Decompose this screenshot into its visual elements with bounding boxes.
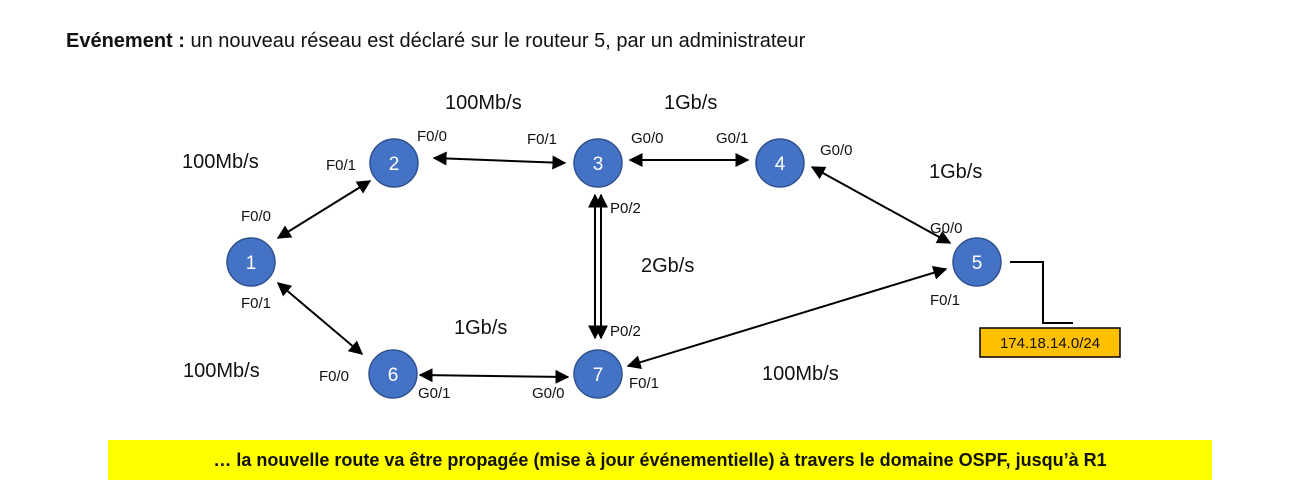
router-1[interactable]: 1 <box>226 237 276 287</box>
speed-1-6: 100Mb/s <box>183 360 260 382</box>
router-5-label: 5 <box>972 253 983 274</box>
conclusion-banner: … la nouvelle route va être propagée (mi… <box>108 440 1212 480</box>
if-r7-p0-2: P0/2 <box>610 323 641 340</box>
router-1-label: 1 <box>246 253 257 274</box>
if-r6-f0-0: F0/0 <box>319 368 349 385</box>
link-2-3 <box>432 151 567 170</box>
router-2-label: 2 <box>389 154 400 175</box>
if-r5-f0-1: F0/1 <box>930 292 960 309</box>
router-2[interactable]: 2 <box>369 138 419 188</box>
router-3-label: 3 <box>593 154 604 175</box>
link-4-5 <box>810 166 952 244</box>
link-1-2 <box>276 180 372 239</box>
speed-7-5: 100Mb/s <box>762 363 839 385</box>
if-r1-f0-0: F0/0 <box>241 208 271 225</box>
network-prefix: 174.18.14.0/24 <box>1000 335 1100 352</box>
router-3[interactable]: 3 <box>573 138 623 188</box>
event-heading: Evénement : un nouveau réseau est déclar… <box>66 30 805 53</box>
event-label: Evénement : <box>66 30 185 52</box>
router-5[interactable]: 5 <box>952 237 1002 287</box>
router-7[interactable]: 7 <box>573 349 623 399</box>
router-4-label: 4 <box>775 154 786 175</box>
if-r5-g0-0: G0/0 <box>930 220 963 237</box>
network-connector <box>1010 261 1073 324</box>
if-r3-g0-0: G0/0 <box>631 130 664 147</box>
network-box: 174.18.14.0/24 <box>979 327 1121 358</box>
router-7-label: 7 <box>593 365 604 386</box>
if-r1-f0-1: F0/1 <box>241 295 271 312</box>
speed-2-3: 100Mb/s <box>445 92 522 114</box>
if-r2-f0-0: F0/0 <box>417 128 447 145</box>
conclusion-text: … la nouvelle route va être propagée (mi… <box>213 450 1107 470</box>
router-6-label: 6 <box>388 365 399 386</box>
link-6-7 <box>418 368 570 384</box>
link-7-5 <box>626 265 948 370</box>
if-r3-f0-1: F0/1 <box>527 131 557 148</box>
if-r4-g0-0: G0/0 <box>820 142 853 159</box>
speed-3-4: 1Gb/s <box>664 92 717 114</box>
if-r2-f0-1: F0/1 <box>326 157 356 174</box>
link-1-6 <box>276 282 364 355</box>
if-r4-g0-1: G0/1 <box>716 130 749 147</box>
speed-6-7: 1Gb/s <box>454 317 507 339</box>
if-r7-f0-1: F0/1 <box>629 375 659 392</box>
if-r6-g0-1: G0/1 <box>418 385 451 402</box>
if-r3-p0-2: P0/2 <box>610 200 641 217</box>
router-4[interactable]: 4 <box>755 138 805 188</box>
if-r7-g0-0: G0/0 <box>532 385 565 402</box>
router-6[interactable]: 6 <box>368 349 418 399</box>
speed-4-5: 1Gb/s <box>929 161 982 183</box>
event-description: un nouveau réseau est déclaré sur le rou… <box>190 30 806 52</box>
speed-3-7: 2Gb/s <box>641 255 694 277</box>
speed-1-2: 100Mb/s <box>182 151 259 173</box>
